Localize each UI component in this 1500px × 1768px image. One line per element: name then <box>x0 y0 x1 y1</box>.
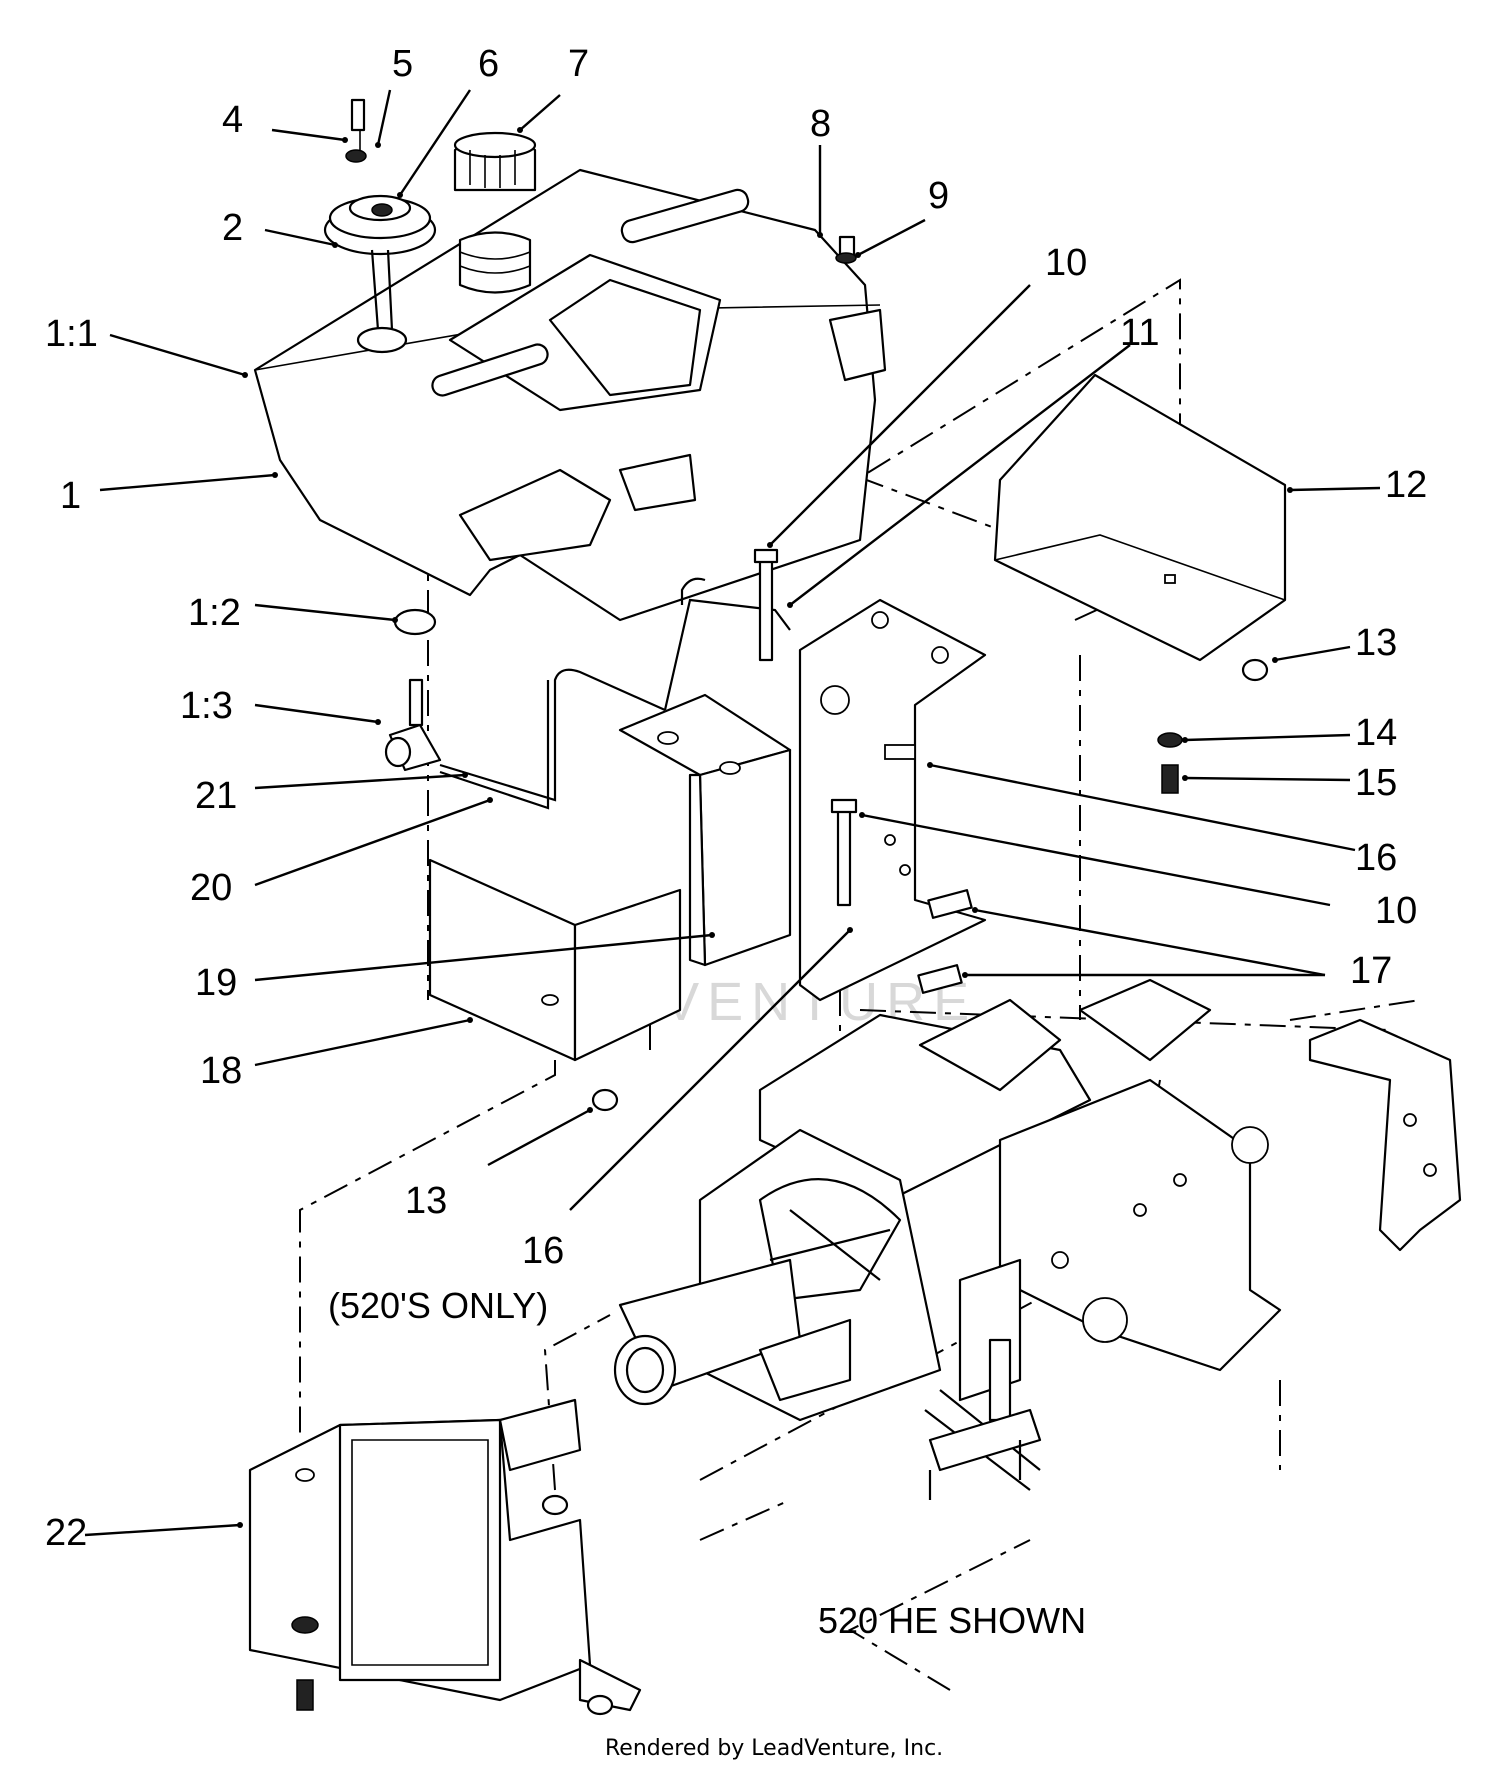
engine-assembly <box>613 978 1462 1500</box>
callout-7: 7 <box>568 43 589 85</box>
hardware-13-14-15 <box>1157 658 1269 794</box>
callout-22: 22 <box>45 1512 87 1554</box>
callout-1-1: 1:1 <box>45 313 98 355</box>
callout-1: 1 <box>60 475 81 517</box>
model-shown-note: 520 HE SHOWN <box>818 1600 1086 1641</box>
leader-lines <box>84 89 1381 1537</box>
callout-17: 17 <box>1350 950 1392 992</box>
fuel-cap <box>453 131 537 294</box>
callout-4: 4 <box>222 99 243 141</box>
callout-2: 2 <box>222 207 243 249</box>
callout-18: 18 <box>200 1050 242 1092</box>
callout-12: 12 <box>1385 464 1427 506</box>
callout-16-right: 16 <box>1355 837 1397 879</box>
callout-21: 21 <box>195 775 237 817</box>
callout-15: 15 <box>1355 762 1397 804</box>
callout-13-left: 13 <box>405 1180 447 1222</box>
fuel-tank <box>253 168 887 622</box>
callout-1-2: 1:2 <box>188 592 241 634</box>
callout-10-right: 10 <box>1375 890 1417 932</box>
callout-5: 5 <box>392 43 413 85</box>
footer-credit: Rendered by LeadVenture, Inc. <box>605 1736 943 1761</box>
callout-11: 11 <box>1120 312 1159 354</box>
bolt-8 <box>835 235 857 264</box>
callout-16-left: 16 <box>522 1230 564 1272</box>
fuel-gauge-assembly <box>323 98 437 354</box>
side-panel <box>993 373 1287 662</box>
callout-19: 19 <box>195 962 237 1004</box>
callout-13-right: 13 <box>1355 622 1397 664</box>
models-only-note: (520'S ONLY) <box>328 1285 548 1326</box>
callout-1-3: 1:3 <box>180 685 233 727</box>
bolts <box>753 548 973 994</box>
mounting-plate <box>798 598 987 1002</box>
callouts: 4 5 6 7 2 8 9 10 11 1:1 1 12 1:2 13 1:3 … <box>45 43 1427 1554</box>
callout-20: 20 <box>190 867 232 909</box>
lower-shroud <box>248 1398 642 1716</box>
heat-shield <box>428 858 682 1112</box>
fuel-line <box>439 577 791 810</box>
bracket <box>618 693 792 967</box>
fuel-fitting <box>384 608 442 772</box>
callout-9: 9 <box>928 175 949 217</box>
callout-8: 8 <box>810 103 831 145</box>
callout-10-top: 10 <box>1045 242 1087 284</box>
callout-14: 14 <box>1355 712 1397 754</box>
callout-6: 6 <box>478 43 499 85</box>
